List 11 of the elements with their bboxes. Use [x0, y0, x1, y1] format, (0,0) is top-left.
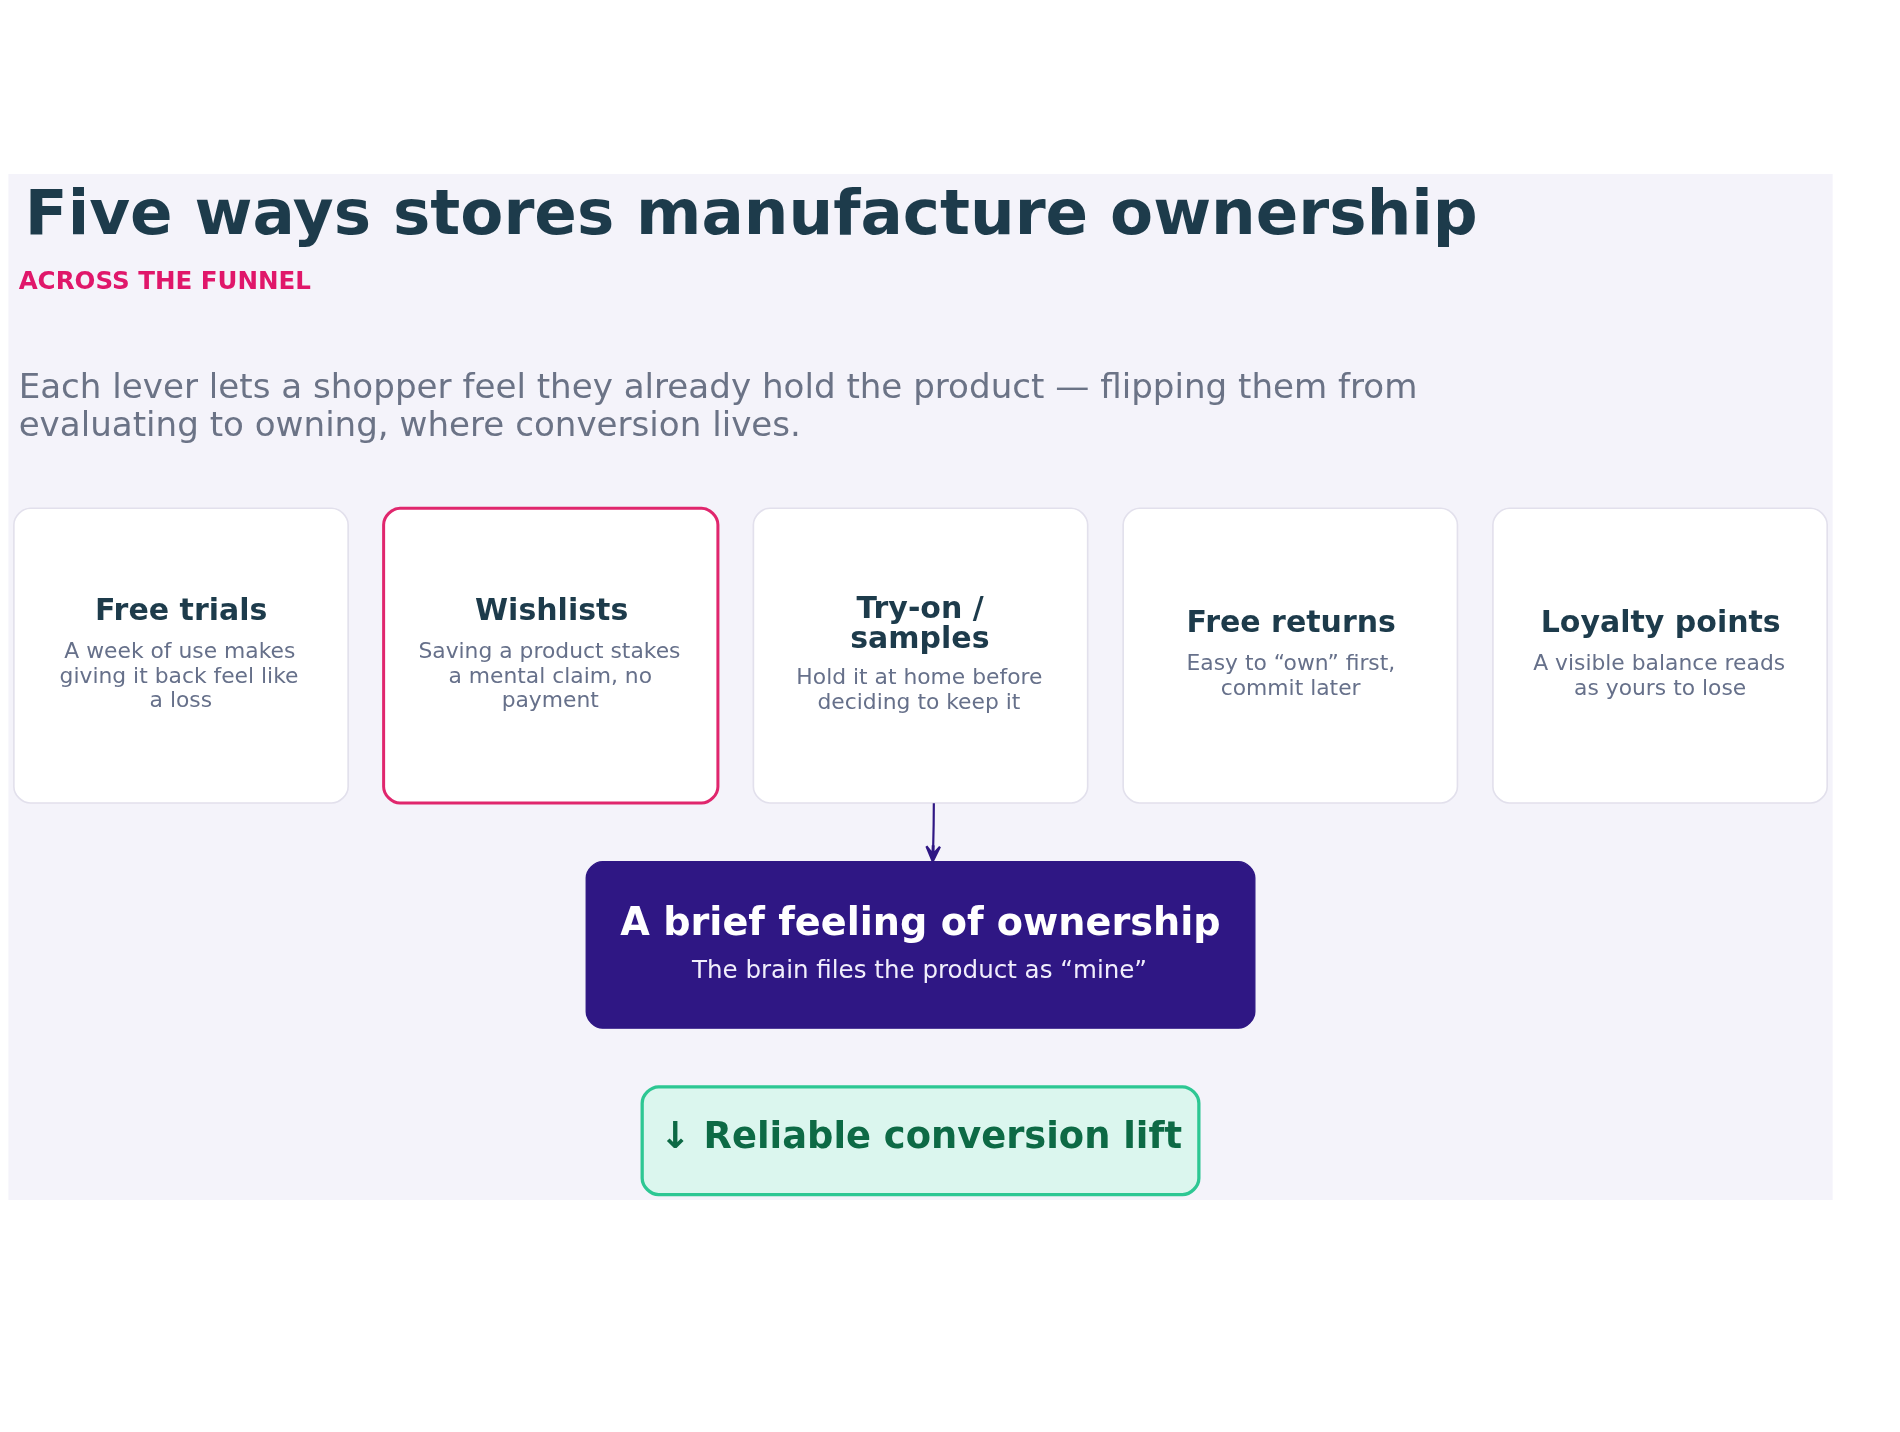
node-box: Free returns Easy to “own” first, commit later: [1122, 506, 1459, 804]
arrow: [925, 802, 942, 863]
node-box: Try-on / samples Hold it at home before deciding to keep it: [752, 506, 1089, 804]
label: ACROSS THE FUNNEL: [18, 265, 312, 295]
node-box: A brief feeling of ownership The brain files the product as “mine”: [585, 860, 1256, 1029]
node-box: Wishlists Saving a product stakes a mental claim, no payment: [382, 506, 720, 804]
label: Each lever lets a shopper feel they already hold the product — flipping them from evaluating to owning, where conversion lives.: [18, 365, 1418, 444]
node-box: ↓ Reliable conversion lift: [640, 1084, 1201, 1196]
node-box: Free trials A week of use makes giving it back feel like a loss: [13, 506, 349, 804]
diagram-title: Five ways stores manufacture ownership: [24, 175, 1478, 249]
node-box: Loyalty points A visible balance reads as yours to lose: [1492, 506, 1828, 804]
